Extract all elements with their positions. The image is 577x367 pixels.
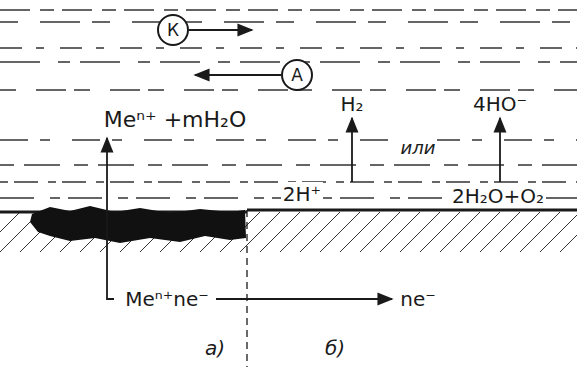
current-circle: А (281, 59, 313, 91)
current-circle: К (157, 14, 189, 46)
formula-label: б) (323, 336, 347, 360)
flow-arrows (107, 30, 500, 299)
formula-label: 4HO⁻ (471, 92, 529, 116)
zone-divider (246, 210, 247, 367)
formula-label: или (399, 136, 438, 160)
circle-letter: А (291, 66, 303, 84)
formula-label: Meⁿ⁺ +mH₂O (102, 108, 248, 132)
formula-label: Meⁿ⁺ne⁻ (123, 287, 211, 311)
circle-letter: К (167, 21, 179, 39)
formula-label: ne⁻ (398, 287, 438, 311)
formula-label: 2H₂O+O₂ (450, 184, 546, 208)
formula-label: а) (203, 336, 227, 360)
electrolyte-lines (0, 10, 577, 198)
formula-label: H₂ (338, 92, 365, 116)
formula-label: 2H⁺ (281, 182, 323, 206)
corrosion-pit (30, 206, 246, 243)
